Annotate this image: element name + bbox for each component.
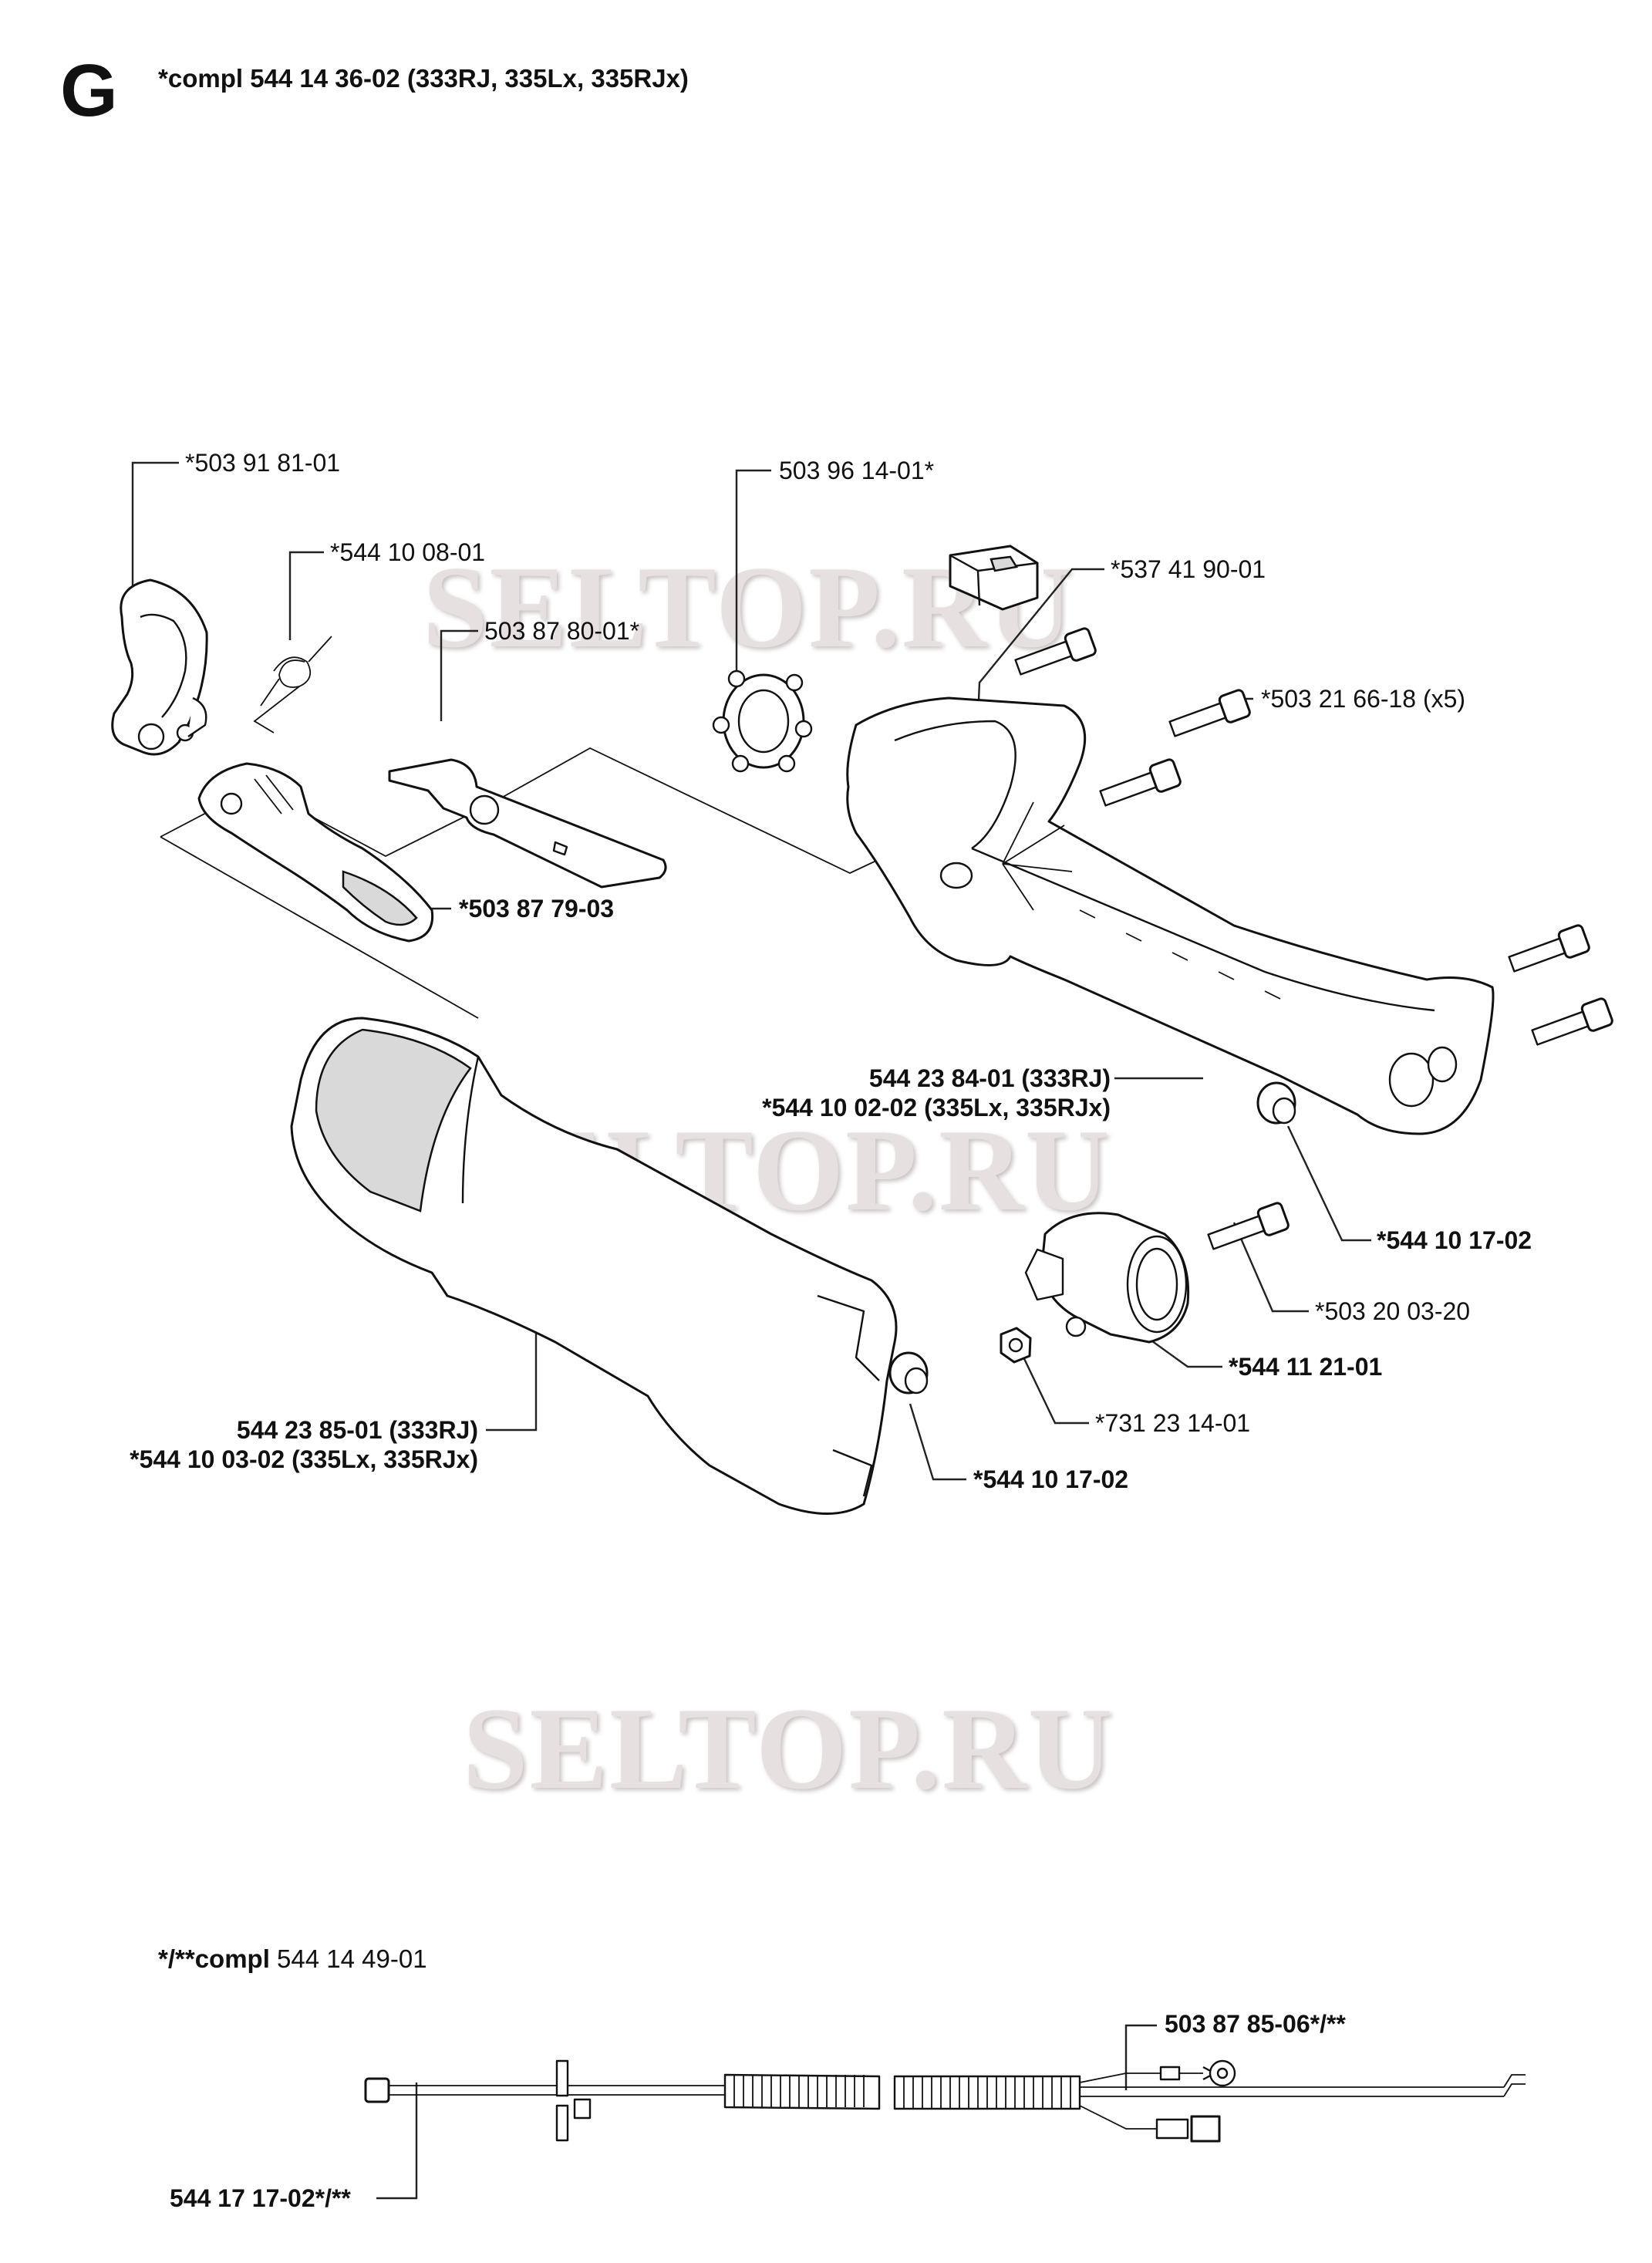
label-503-96-14-01: 503 96 14-01* bbox=[779, 457, 935, 484]
handle-right-half-part bbox=[846, 696, 1495, 1135]
label-503-87-79-03: *503 87 79-03 bbox=[459, 895, 615, 922]
spring-part bbox=[253, 636, 332, 734]
throttle-trigger-part bbox=[197, 762, 434, 943]
clamp-collar-part bbox=[1024, 1212, 1190, 1344]
assembly-title: *compl 544 14 36-02 (333RJ, 335Lx, 335RJ… bbox=[158, 64, 689, 93]
label-503-91-81-01: *503 91 81-01 bbox=[185, 449, 341, 477]
stop-switch-part bbox=[949, 545, 1039, 611]
leader-lines bbox=[131, 461, 1371, 2200]
label-544-10-17-02-right: *544 10 17-02 bbox=[1377, 1226, 1532, 1254]
label-544-23-84-01: 544 23 84-01 (333RJ) bbox=[868, 1064, 1111, 1092]
label-544-10-03-02: *544 10 03-02 (335Lx, 335RJx) bbox=[130, 1445, 478, 1473]
kit-number: 544 14 49-01 bbox=[277, 1944, 427, 1973]
screw-parts bbox=[1014, 627, 1613, 1250]
spacer-bush-part bbox=[888, 1351, 929, 1395]
label-544-17-17-02: 544 17 17-02*/** bbox=[170, 2184, 351, 2212]
kit-prefix: */**compl bbox=[158, 1944, 270, 1973]
label-503-87-85-06: 503 87 85-06*/** bbox=[1165, 2010, 1346, 2038]
nut-part bbox=[1000, 1327, 1032, 1364]
kit-caption: */**compl 544 14 49-01 bbox=[158, 1944, 427, 1975]
label-544-11-21-01: *544 11 21-01 bbox=[1229, 1353, 1383, 1381]
spacer-bush-part bbox=[1256, 1081, 1296, 1125]
throttle-cable-part bbox=[364, 2059, 1526, 2143]
watermark: SELTOP.RU bbox=[463, 1684, 1114, 1813]
label-544-23-85-01: 544 23 85-01 (333RJ) bbox=[236, 1416, 478, 1444]
label-544-10-17-02-left: *544 10 17-02 bbox=[973, 1465, 1129, 1493]
handle-clamp-part bbox=[111, 578, 208, 756]
label-544-10-08-01: *544 10 08-01 bbox=[330, 538, 486, 566]
throttle-lever-part bbox=[388, 758, 667, 889]
section-letter: G bbox=[60, 49, 118, 132]
label-731-23-14-01: *731 23 14-01 bbox=[1095, 1409, 1251, 1437]
label-503-21-66-18: *503 21 66-18 (x5) bbox=[1261, 685, 1466, 713]
label-503-87-80-01: 503 87 80-01* bbox=[484, 617, 640, 645]
handle-left-half-part bbox=[290, 1017, 898, 1515]
label-544-10-02-02: *544 10 02-02 (335Lx, 335RJx) bbox=[762, 1094, 1111, 1121]
label-503-20-03-20: *503 20 03-20 bbox=[1315, 1297, 1471, 1325]
label-537-41-90-01: *537 41 90-01 bbox=[1111, 555, 1266, 583]
damper-ring-part bbox=[712, 669, 813, 773]
